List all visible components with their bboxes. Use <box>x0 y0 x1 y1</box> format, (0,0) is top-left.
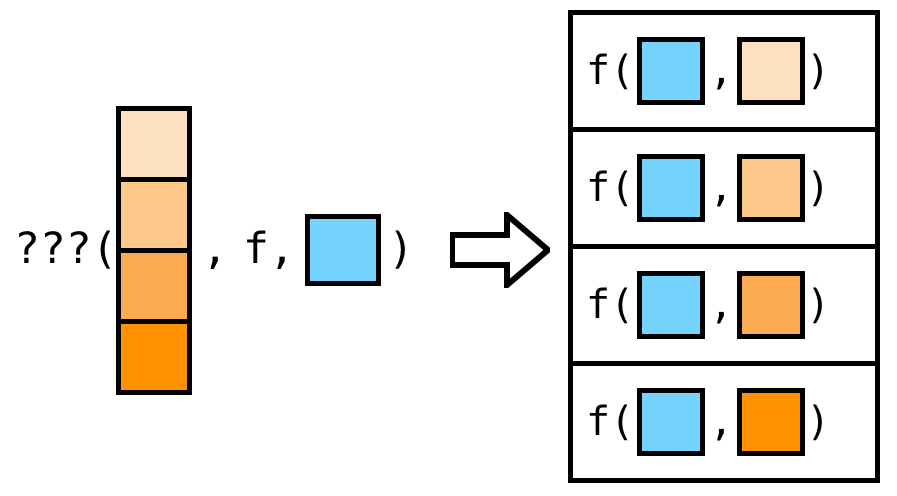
row-comma-label: , <box>709 165 734 211</box>
row-open-label: f( <box>586 282 635 328</box>
initial-value-square <box>305 214 381 286</box>
unknown-function-name-label: ???( <box>14 224 118 274</box>
output-panel: f( , ) f( , ) f( , ) f( , ) <box>568 10 880 483</box>
output-row: f( , ) <box>573 15 875 132</box>
argument-separator-comma: , <box>202 224 254 274</box>
row-open-label: f( <box>586 48 635 94</box>
function-argument-f-label: f, <box>243 224 321 274</box>
row-comma-label: , <box>709 399 734 445</box>
row-close-label: ) <box>806 282 831 328</box>
row-first-argument-square <box>637 388 706 456</box>
row-open-label: f( <box>586 165 635 211</box>
row-second-argument-square <box>737 154 806 222</box>
row-second-argument-square <box>737 271 806 339</box>
array-cell <box>121 111 187 182</box>
row-first-argument-square <box>637 271 706 339</box>
row-open-label: f( <box>586 399 635 445</box>
row-first-argument-square <box>637 37 706 105</box>
row-close-label: ) <box>806 48 831 94</box>
row-comma-label: , <box>709 48 734 94</box>
array-cell <box>121 324 187 390</box>
array-cell <box>121 182 187 253</box>
row-second-argument-square <box>737 37 806 105</box>
output-row: f( , ) <box>573 132 875 249</box>
output-row: f( , ) <box>573 366 875 478</box>
row-close-label: ) <box>806 399 831 445</box>
output-row: f( , ) <box>573 249 875 366</box>
input-array-stack <box>116 106 192 395</box>
closing-paren-label: ) <box>388 224 414 274</box>
left-expression-group: ???( , f, ) <box>0 0 440 496</box>
row-first-argument-square <box>637 154 706 222</box>
right-block-arrow-icon <box>450 212 550 288</box>
row-close-label: ) <box>806 165 831 211</box>
row-comma-label: , <box>709 282 734 328</box>
array-cell <box>121 253 187 324</box>
row-second-argument-square <box>737 388 806 456</box>
